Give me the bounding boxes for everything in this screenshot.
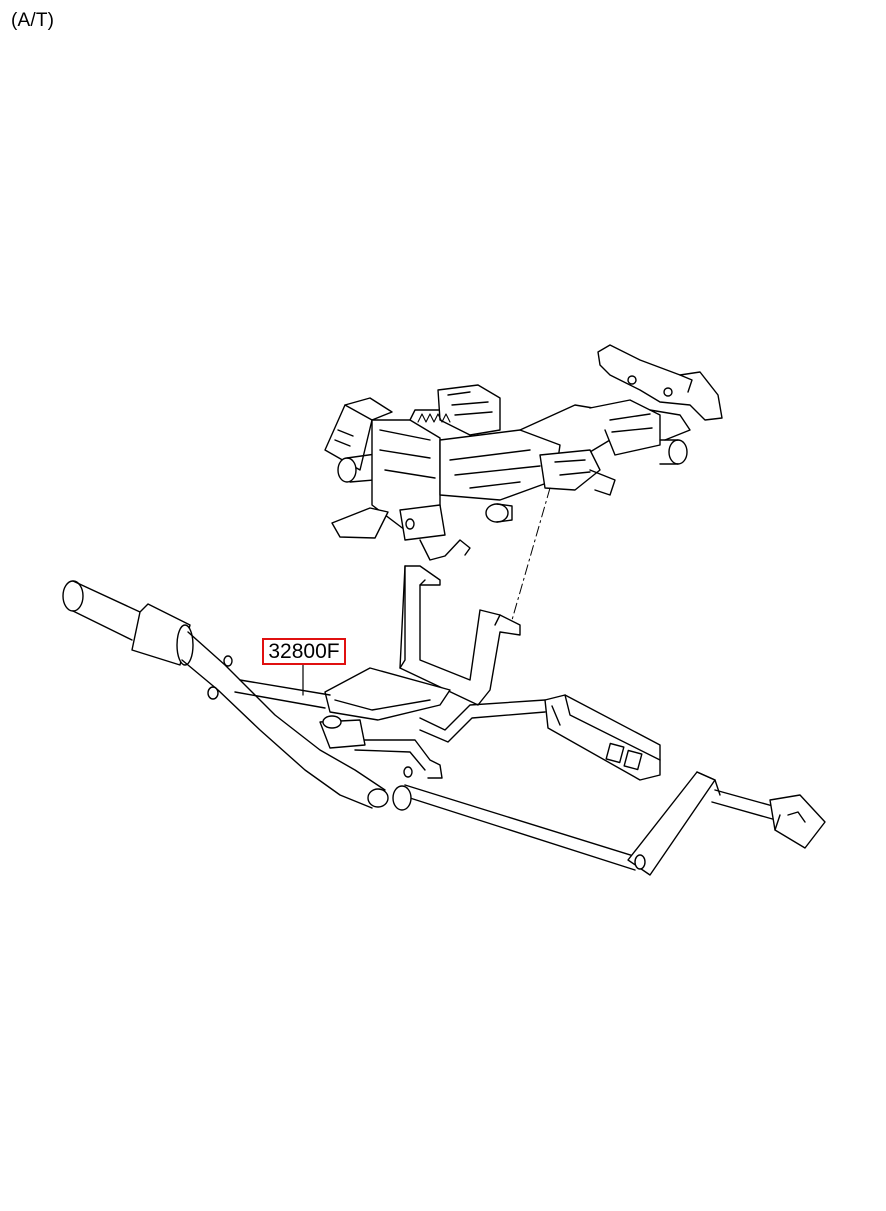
steering-column-assembly (324, 344, 723, 561)
transmission-variant-label: (A/T) (11, 10, 55, 31)
shift-lever (62, 580, 389, 809)
pedal-linkage (234, 667, 826, 876)
alignment-line (511, 487, 551, 621)
part-number-callout[interactable]: 32800F (262, 638, 346, 665)
support-bracket (399, 565, 521, 706)
